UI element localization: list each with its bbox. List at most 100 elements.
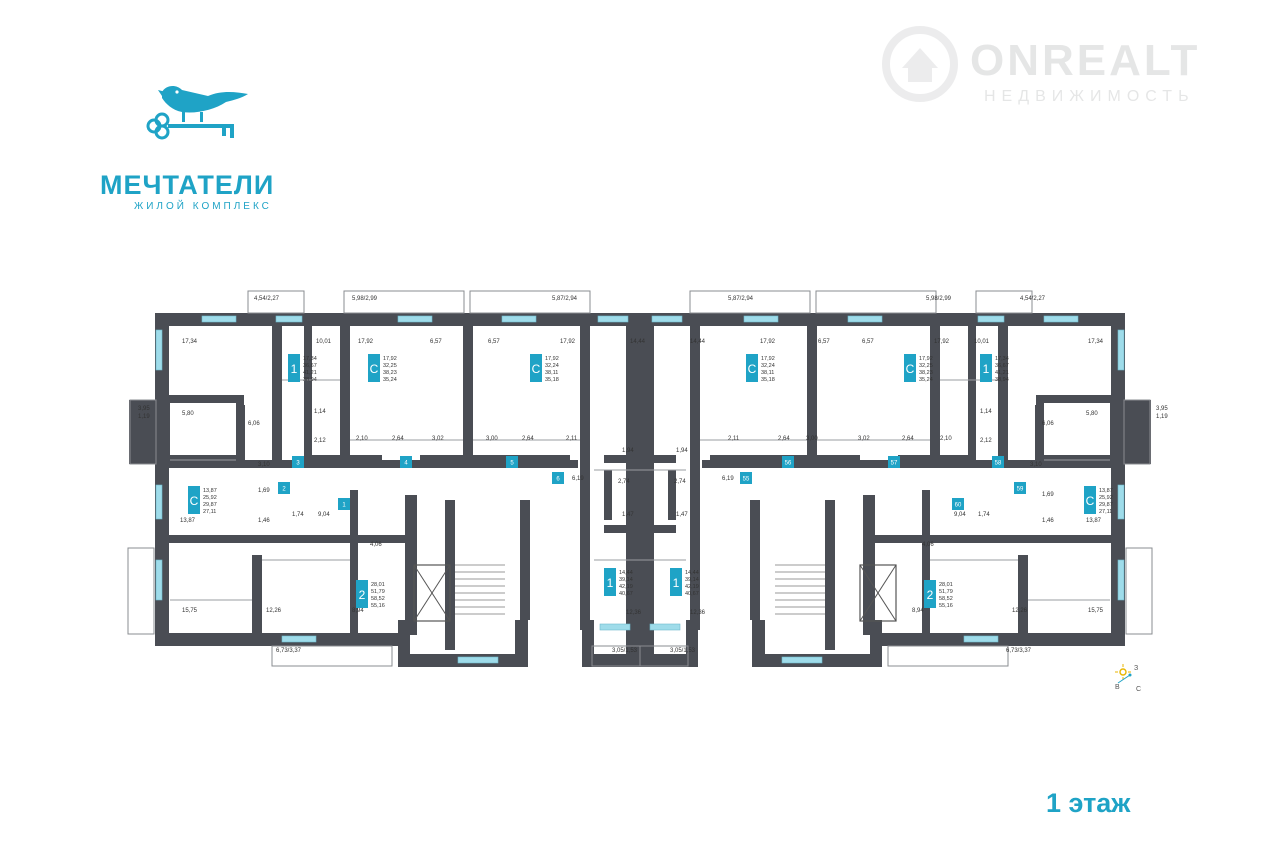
- apartment-area: 40,67: [685, 591, 699, 597]
- balcony: [887, 645, 1009, 667]
- porch: [127, 547, 155, 635]
- wall: [825, 500, 835, 650]
- apartment-area: 32,24: [761, 363, 775, 369]
- wall: [350, 490, 358, 640]
- unit-number: 3: [296, 461, 300, 467]
- watermark-subtitle: НЕДВИЖИМОСТЬ: [984, 88, 1195, 105]
- unit-number: 57: [891, 461, 898, 467]
- apartment-type-badge: [356, 580, 368, 608]
- floor-label: 1 этаж: [1046, 788, 1131, 818]
- room-area-label: 2,12: [980, 438, 992, 444]
- apartment-rooms: С: [748, 362, 757, 376]
- watermark-logo-icon: [882, 26, 958, 102]
- wall: [752, 620, 765, 667]
- apartment-area: 25,92: [1099, 495, 1113, 501]
- apartment-rooms: С: [370, 362, 379, 376]
- window: [743, 315, 779, 323]
- wall: [898, 455, 968, 463]
- wall: [702, 460, 1112, 468]
- room-area-label: 2,11: [728, 436, 740, 442]
- room-area-label: 2,12: [314, 438, 326, 444]
- wall: [1042, 455, 1112, 461]
- room-area-label: 6,19: [572, 476, 584, 482]
- room-area-label: 1,74: [978, 512, 990, 518]
- apartment-area: 35,18: [761, 377, 775, 383]
- apartment-area: 58,52: [371, 596, 385, 602]
- compass-icon: З В С: [1115, 664, 1141, 693]
- room-area-label: 17,92: [358, 339, 374, 345]
- room-area-label: 6,57: [818, 339, 830, 345]
- wall: [968, 326, 976, 466]
- room-area-label: 13,87: [180, 518, 196, 524]
- room-area-label: 5,80: [182, 411, 194, 417]
- wall: [668, 470, 676, 520]
- unit-marker: [552, 472, 564, 484]
- watermark-name: ONREALT: [970, 36, 1201, 85]
- unit-marker: [400, 456, 412, 468]
- room-area-label: 3,10: [258, 462, 270, 468]
- room-area-label: 4,06: [922, 542, 934, 548]
- room-area-label: 5,98/2,99: [352, 296, 378, 302]
- apartment-area: 25,92: [203, 495, 217, 501]
- apartment-area: 51,79: [939, 589, 953, 595]
- apartment-area: 32,24: [545, 363, 559, 369]
- porch: [1125, 547, 1153, 635]
- window: [651, 315, 683, 323]
- apartment-rooms: С: [190, 494, 199, 508]
- compass-e: С: [1136, 686, 1141, 693]
- apartment-type-badge: [904, 354, 916, 382]
- balcony: [975, 290, 1033, 314]
- wall: [1042, 395, 1112, 403]
- room-area-label: 10,01: [316, 339, 332, 345]
- room-area-label: 1,14: [314, 409, 326, 415]
- apartment-area: 32,25: [383, 363, 397, 369]
- unit-number: 59: [1017, 487, 1024, 493]
- room-area-label: 9,04: [318, 512, 330, 518]
- apartment-rooms: С: [906, 362, 915, 376]
- wall: [237, 405, 245, 465]
- apartment-type-badge: [980, 354, 992, 382]
- room-area-label: 5,80: [1086, 411, 1098, 417]
- apartment-rooms: 1: [607, 576, 614, 590]
- room-area-label: 3,00: [486, 436, 498, 442]
- window: [155, 559, 163, 601]
- apartment-type-badge: [288, 354, 300, 382]
- apartment-area: 17,92: [761, 356, 775, 362]
- unit-marker: [740, 472, 752, 484]
- window: [597, 315, 629, 323]
- room-area-label: 4,54/2,27: [254, 296, 280, 302]
- unit-marker: [278, 482, 290, 494]
- window: [155, 329, 163, 371]
- window: [501, 315, 537, 323]
- room-area-label: 2,64: [778, 436, 790, 442]
- apartment-rooms: 1: [983, 362, 990, 376]
- apartment-area: 17,92: [919, 356, 933, 362]
- brand-logo: [146, 86, 248, 140]
- room-area-label: 17,34: [1088, 339, 1104, 345]
- room-area-label: 3,05/1,53: [670, 648, 696, 654]
- unit-marker: [506, 456, 518, 468]
- window: [457, 656, 499, 664]
- unit-marker: [1014, 482, 1026, 494]
- room-area-label: 17,92: [560, 339, 576, 345]
- room-area-label: 6,73/3,37: [276, 648, 302, 654]
- apartment-area: 51,79: [371, 589, 385, 595]
- room-area-label: 12,26: [266, 608, 282, 614]
- apartment-rooms: 1: [291, 362, 298, 376]
- apartment-area: 38,23: [919, 370, 933, 376]
- wall: [515, 620, 528, 667]
- wall: [304, 326, 312, 466]
- room-area-label: 1,47: [622, 512, 634, 518]
- balcony: [815, 290, 937, 314]
- apartment-rooms: С: [1086, 494, 1095, 508]
- room-area-label: 1,94: [676, 448, 688, 454]
- unit-number: 60: [955, 503, 962, 509]
- porch: [129, 399, 157, 465]
- room-area-label: 9,04: [954, 512, 966, 518]
- wall: [922, 490, 930, 640]
- unit-marker: [782, 456, 794, 468]
- apartment-area: 29,87: [1099, 502, 1113, 508]
- window: [977, 315, 1005, 323]
- apartment-area: 13,87: [1099, 488, 1113, 494]
- room-area-label: 2,64: [392, 436, 404, 442]
